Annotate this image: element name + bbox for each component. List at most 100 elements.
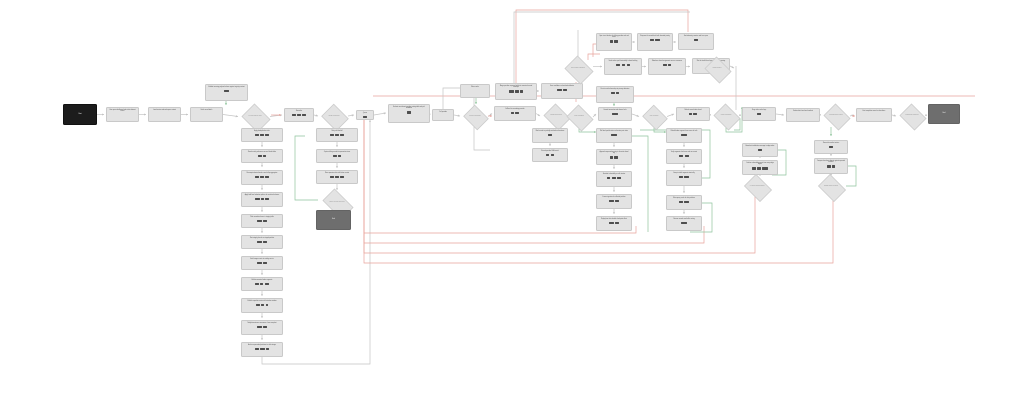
node-badge[interactable]: sev — [340, 175, 344, 178]
node-badge[interactable]: pool — [621, 63, 626, 66]
node-badge[interactable]: atomic — [684, 175, 690, 178]
process-node[interactable]: Raise operator alert with failure contex… — [316, 170, 358, 184]
node-badge[interactable]: alt — [511, 111, 514, 114]
process-node[interactable]: Emit completion event to subscribers — [856, 108, 892, 122]
node-badge[interactable]: move — [260, 347, 265, 350]
node-badge[interactable]: comp — [614, 156, 619, 159]
node-badge[interactable]: otel — [694, 38, 698, 41]
decision-node[interactable]: Fallback succeeded? — [542, 103, 571, 131]
node-badge[interactable]: hold — [615, 199, 619, 202]
node-badge[interactable]: drop — [265, 133, 270, 136]
node-badge[interactable]: idx — [262, 154, 266, 157]
process-node[interactable]: Archive superseded partitions to cold st… — [241, 342, 283, 357]
decision-node[interactable]: Cluster healthy? — [703, 56, 732, 84]
node-badge[interactable]: sev1 — [616, 176, 621, 179]
end-node[interactable]: End — [928, 104, 960, 124]
decision-node[interactable]: Manual override approved? — [319, 188, 355, 220]
process-node[interactable]: Mark record as partially enriched and co… — [532, 128, 568, 143]
node-badge[interactable]: seg — [260, 282, 264, 285]
node-badge[interactable]: stage — [257, 219, 262, 222]
node-badge[interactable]: snap — [255, 303, 261, 306]
node-badge[interactable]: cap — [340, 133, 344, 136]
decision-node[interactable]: Is record schema valid? — [240, 103, 271, 133]
node-badge[interactable]: route — [406, 111, 412, 114]
node-badge[interactable]: trim — [302, 113, 306, 116]
decision-node[interactable]: Error budget exhausted? — [563, 55, 594, 85]
node-badge[interactable]: hook — [262, 325, 267, 328]
decision-node[interactable]: Manifest sealed cleanly? — [822, 103, 851, 131]
node-badge[interactable]: replay — [609, 221, 614, 224]
process-node[interactable]: Compare checksum digests against expecte… — [814, 158, 848, 174]
node-badge[interactable]: page — [335, 175, 340, 178]
node-badge[interactable]: shard — [662, 63, 668, 66]
node-badge[interactable]: diff — [831, 165, 835, 168]
node-badge[interactable]: page — [611, 176, 616, 179]
node-badge[interactable]: scale — [616, 63, 621, 66]
decision-node[interactable]: All regions acknowledged? — [742, 174, 772, 202]
node-badge[interactable]: map — [292, 113, 297, 116]
node-badge[interactable]: freeze — [609, 199, 614, 202]
process-node[interactable]: Apply field level redaction policies for… — [241, 192, 283, 207]
process-node[interactable]: Validate incoming payload schema against… — [205, 84, 248, 101]
node-badge[interactable]: audit — [264, 197, 269, 200]
node-badge[interactable]: txn — [616, 91, 620, 94]
process-node[interactable]: Recompute derived metrics and rollup agg… — [241, 170, 283, 185]
process-node[interactable]: Append compensating entry to the write a… — [596, 149, 632, 165]
node-badge[interactable]: open — [613, 40, 619, 43]
process-node[interactable]: Notify downstream consumers of new snaps… — [241, 320, 283, 335]
process-node[interactable]: Broadcast invalidation message to edge n… — [742, 143, 778, 157]
node-badge[interactable]: cold — [255, 347, 260, 350]
node-badge[interactable]: quorum — [762, 167, 768, 170]
node-badge[interactable]: ckpt — [615, 221, 619, 224]
node-badge[interactable]: verify — [224, 89, 229, 92]
process-node[interactable]: Fetch record batch — [190, 107, 223, 122]
process-node[interactable]: Confirm acknowledgements from every edge… — [742, 160, 778, 175]
node-badge[interactable]: ver — [261, 303, 265, 306]
node-badge[interactable]: wait — [335, 133, 340, 136]
node-badge[interactable]: esc — [607, 176, 611, 179]
node-badge[interactable]: mask — [255, 197, 260, 200]
node-badge[interactable]: partial — [547, 133, 553, 136]
node-badge[interactable]: conf — [562, 88, 567, 91]
decision-node[interactable]: Write committed? — [565, 104, 594, 132]
node-badge[interactable]: gc — [265, 347, 269, 350]
node-badge[interactable]: bal — [668, 63, 672, 66]
process-node[interactable]: Capture failing record into quarantine s… — [316, 149, 358, 163]
node-badge[interactable]: ok — [519, 90, 523, 93]
node-badge[interactable]: merge — [509, 90, 515, 93]
process-node[interactable]: Merge provider response fields into cano… — [495, 83, 537, 100]
node-badge[interactable]: bulk — [262, 219, 267, 222]
process-node[interactable]: Call provider — [432, 109, 454, 121]
node-badge[interactable]: bcast — [757, 148, 763, 151]
node-badge[interactable]: k8s — [626, 63, 630, 66]
node-badge[interactable]: ack — [752, 167, 756, 170]
node-badge[interactable]: notify — [257, 325, 262, 328]
process-node[interactable]: Load session and workspace context — [148, 107, 181, 122]
process-node[interactable]: Run integrity checks on staged partition… — [241, 235, 283, 249]
node-badge[interactable]: queue — [654, 38, 660, 41]
node-badge[interactable]: ttl — [265, 303, 269, 306]
process-node[interactable]: Rebuild index segment from source of tru… — [666, 128, 702, 143]
node-badge[interactable]: rebuild — [681, 133, 687, 136]
node-badge[interactable]: quar — [332, 154, 337, 157]
node-badge[interactable]: agg — [260, 175, 264, 178]
node-badge[interactable]: edge — [756, 167, 762, 170]
node-badge[interactable]: prio — [650, 38, 654, 41]
process-node[interactable]: Publish snapshot version with retention … — [241, 298, 283, 313]
node-badge[interactable]: diff — [515, 90, 519, 93]
process-node[interactable]: Resolve entity references across linked … — [241, 149, 283, 163]
node-badge[interactable]: sha — [827, 165, 831, 168]
